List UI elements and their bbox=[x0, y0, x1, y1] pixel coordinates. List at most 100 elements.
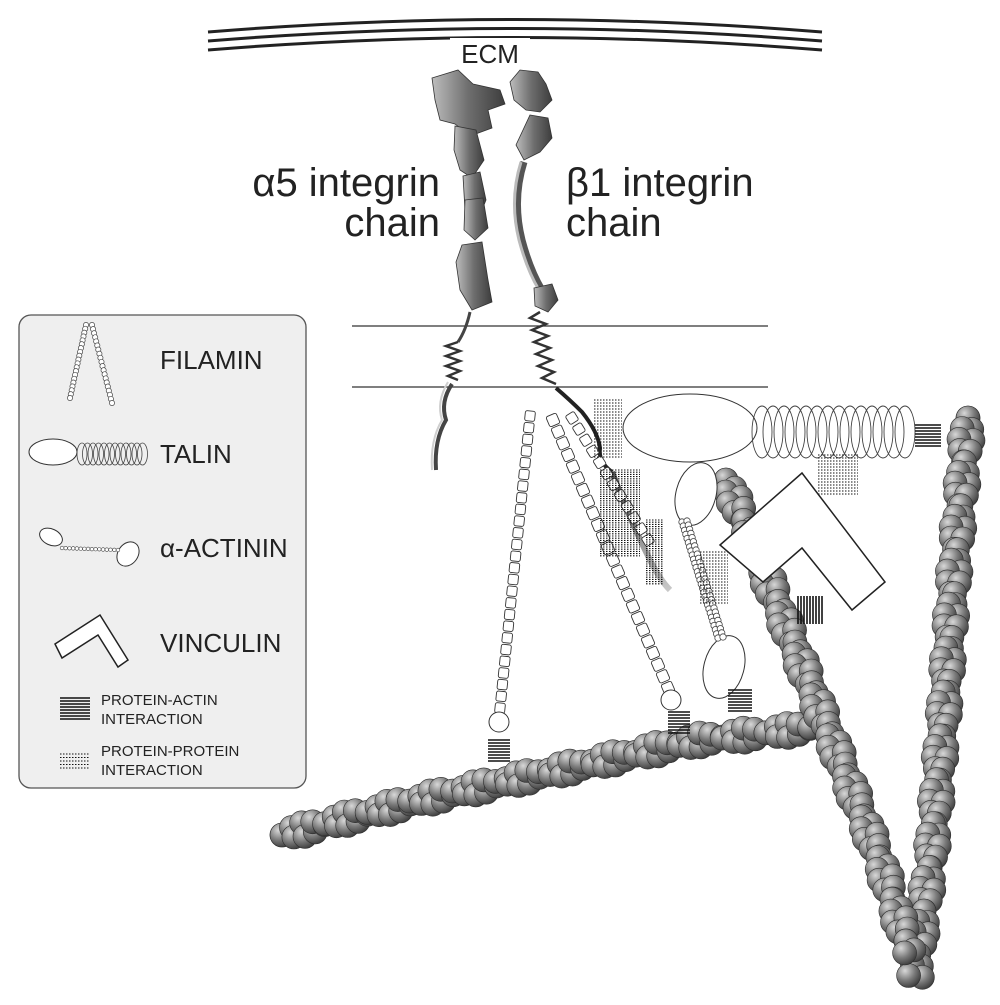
filamin-link bbox=[580, 494, 596, 509]
talin-rod-segment bbox=[894, 405, 916, 459]
filamin-link bbox=[524, 410, 536, 422]
alpha-actinin-protein bbox=[674, 462, 746, 699]
filamin-link bbox=[518, 468, 530, 481]
filamin-link bbox=[503, 608, 516, 621]
filamin-link bbox=[500, 643, 512, 656]
talin-rod-segment bbox=[883, 405, 905, 459]
filamin-link bbox=[635, 622, 651, 637]
beta-symbol: β bbox=[566, 161, 589, 205]
actinin-icon-bead bbox=[108, 547, 113, 552]
filamin-link bbox=[570, 471, 586, 486]
ecm-band: ECM bbox=[207, 18, 823, 70]
filamin-link bbox=[505, 597, 517, 609]
filamin-link bbox=[579, 433, 593, 447]
alpha5-chain-label-line1: α5 integrin bbox=[252, 161, 440, 205]
legend-talin-label: TALIN bbox=[160, 439, 232, 469]
actinin-icon-bead bbox=[89, 546, 94, 552]
talin-icon bbox=[28, 438, 148, 466]
alpha5-integrin-text: 5 integrin bbox=[275, 161, 440, 205]
filamin-link bbox=[495, 690, 507, 703]
filamin-link bbox=[512, 527, 524, 539]
actinin-icon-bead bbox=[63, 545, 68, 551]
talin-rod-segment bbox=[850, 405, 872, 459]
filamin-link bbox=[550, 424, 566, 439]
legend-protein-protein-line1: PROTEIN-PROTEIN bbox=[101, 743, 239, 760]
talin-icon-segment bbox=[104, 442, 115, 466]
actinin-icon-bead bbox=[82, 546, 87, 551]
filamin-link bbox=[610, 564, 626, 579]
filamin-link bbox=[515, 492, 528, 504]
filamin-end bbox=[488, 711, 510, 733]
actinin-icon-bead bbox=[97, 547, 102, 552]
filamin-icon bbox=[67, 322, 115, 406]
filamin-link bbox=[497, 667, 510, 679]
talin-rod-segment bbox=[773, 405, 795, 459]
actinin-icon-bead bbox=[100, 547, 106, 552]
talin-protein bbox=[622, 393, 916, 463]
legend-filamin-label: FILAMIN bbox=[160, 345, 263, 375]
filamin-link bbox=[625, 599, 641, 614]
alpha5-chain-label-line2: chain bbox=[344, 201, 440, 245]
talin-rod-segment bbox=[828, 405, 850, 459]
filamin-protein bbox=[488, 410, 682, 733]
filamin-link bbox=[509, 550, 522, 562]
actinin-head-bottom bbox=[702, 635, 746, 699]
filamin-link bbox=[650, 657, 666, 672]
filamin-link bbox=[501, 632, 513, 644]
actinin-icon-bead bbox=[78, 546, 83, 551]
filamin-link bbox=[645, 645, 661, 661]
talin-icon-segment bbox=[137, 442, 148, 466]
vinculin-shape bbox=[718, 471, 887, 612]
filamin-link bbox=[514, 503, 527, 516]
actinin-icon-bead bbox=[104, 547, 109, 552]
beta1-integrin-text: 1 integrin bbox=[589, 161, 754, 205]
beta1-chain-label-line2: chain bbox=[566, 201, 662, 245]
actinin-head-top bbox=[674, 462, 718, 526]
filamin-link bbox=[565, 459, 581, 474]
talin-icon-segment bbox=[93, 442, 104, 466]
filamin-link bbox=[496, 678, 509, 691]
talin-head bbox=[622, 393, 758, 463]
talin-icon-segment bbox=[82, 442, 93, 466]
legend-vinculin-label: VINCULIN bbox=[160, 628, 281, 658]
filamin-link bbox=[630, 611, 646, 626]
talin-rod-segment bbox=[795, 405, 817, 459]
filamin-link bbox=[523, 421, 535, 434]
talin-rod-segment bbox=[751, 405, 773, 459]
actinin-icon-bead bbox=[115, 547, 121, 553]
protein-actin-marker-icon bbox=[60, 697, 90, 720]
talin-icon-segment bbox=[87, 442, 99, 466]
filamin-link bbox=[620, 587, 636, 602]
filamin-link bbox=[507, 573, 519, 586]
legend-protein-protein-line2: INTERACTION bbox=[101, 762, 203, 779]
talin-rod-segment bbox=[762, 405, 784, 459]
talin-icon-segment bbox=[109, 442, 121, 466]
plasma-membrane bbox=[352, 325, 768, 388]
beta1-chain-label-line1: β1 integrin bbox=[566, 161, 754, 205]
talin-rod-segment bbox=[839, 405, 861, 459]
filamin-link bbox=[521, 433, 534, 446]
actin-bead bbox=[892, 940, 917, 966]
filamin-link bbox=[506, 585, 518, 597]
actin-filaments bbox=[269, 405, 986, 990]
legend-protein-actin-line1: PROTEIN-ACTIN bbox=[101, 692, 218, 709]
filamin-link bbox=[655, 669, 671, 684]
protein-protein-marker-icon bbox=[60, 753, 90, 769]
filamin-link bbox=[508, 562, 521, 574]
actin-bead bbox=[896, 963, 921, 988]
actinin-label-text: -ACTININ bbox=[175, 533, 288, 563]
filamin-link bbox=[640, 634, 656, 649]
filamin-link bbox=[513, 515, 525, 527]
actinin-alpha-symbol: α bbox=[160, 533, 175, 563]
filamin-link bbox=[586, 444, 600, 458]
actinin-icon-bead bbox=[67, 546, 72, 551]
talin-icon-segment bbox=[120, 442, 132, 466]
filamin-link bbox=[545, 412, 561, 428]
talin-rod-segment bbox=[872, 405, 894, 459]
talin-icon-segment bbox=[115, 442, 126, 466]
talin-rod-segment bbox=[784, 405, 806, 459]
filamin-link bbox=[517, 480, 529, 492]
filamin-link bbox=[572, 422, 586, 436]
filamin-link bbox=[502, 620, 515, 632]
